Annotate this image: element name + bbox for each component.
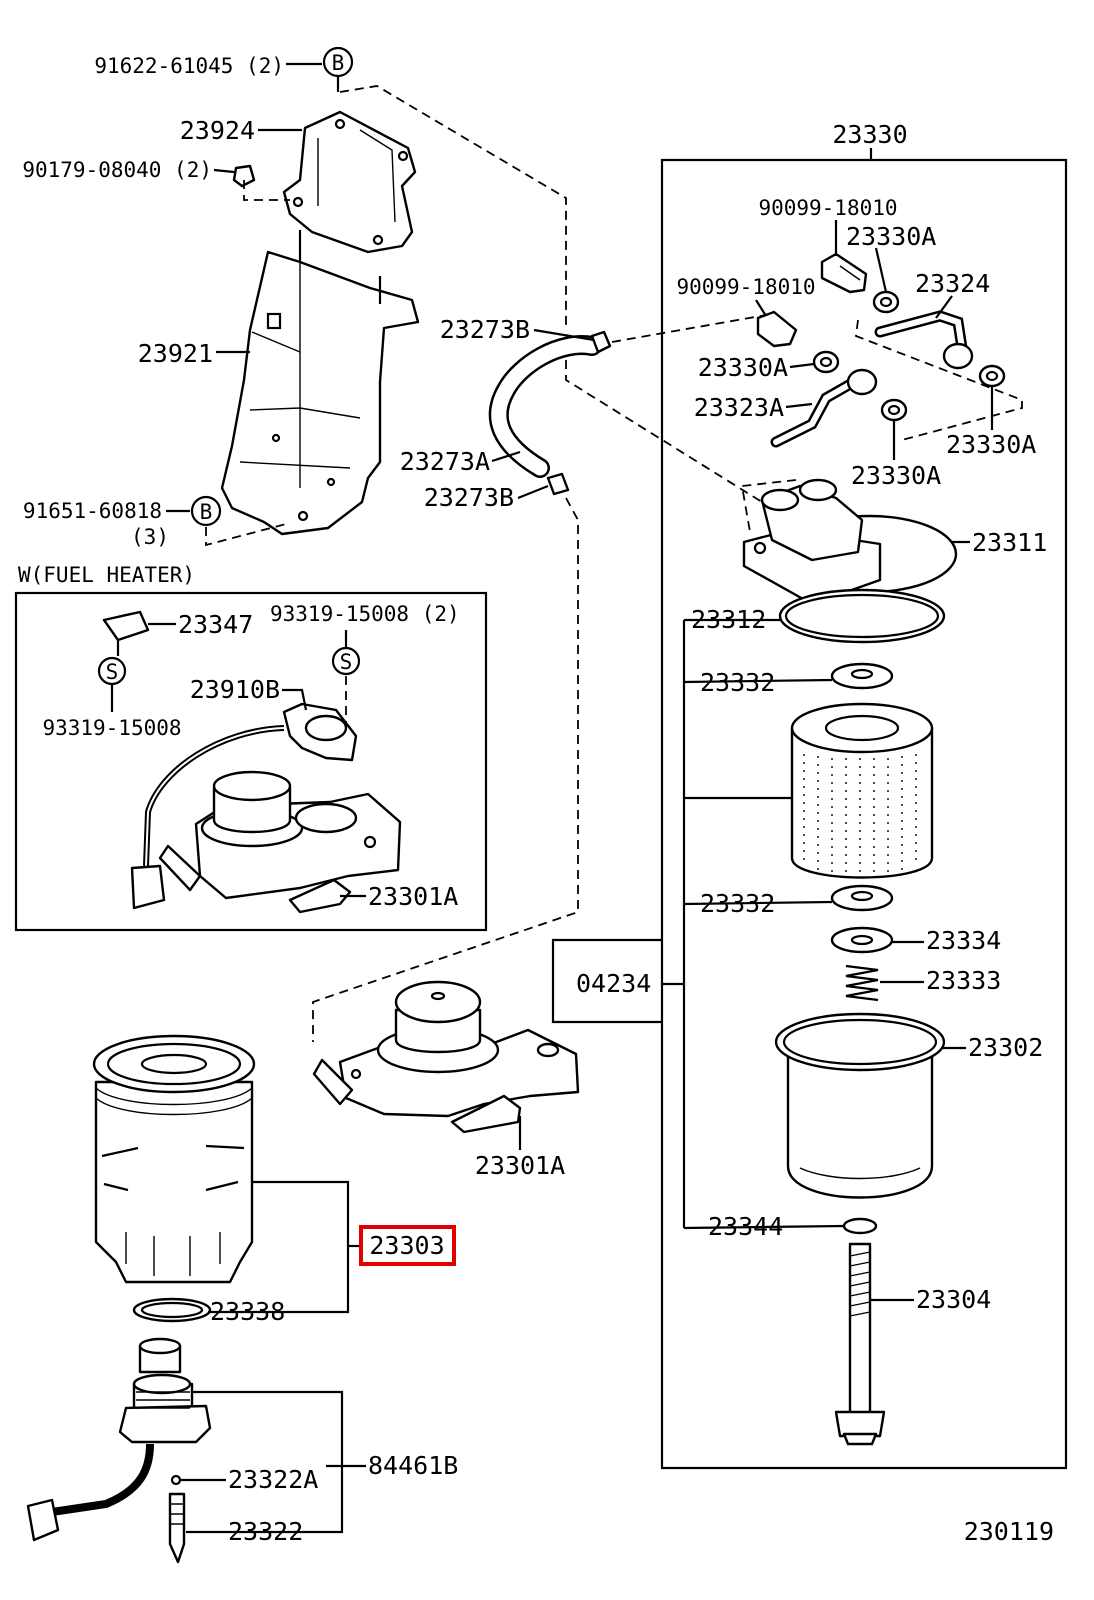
svg-text:B: B [332,51,345,75]
marker-b-top: B [322,46,354,78]
label-23304: 23304 [916,1285,991,1314]
label-04234: 04234 [576,969,651,998]
water-sensor-84461b[interactable] [26,1337,212,1542]
inset-frame [14,591,488,932]
diagram-code: 230119 [964,1517,1054,1546]
label-23334: 23334 [926,926,1001,955]
highlight-box [359,1225,456,1266]
marker-s-right: S [331,646,361,676]
pipe-23324[interactable] [874,310,974,370]
pipe-23323a[interactable] [770,368,878,448]
label-inset-23301a: 23301A [368,882,458,911]
gasket-23330a-top[interactable] [872,290,900,314]
label-23312: 23312 [691,605,766,634]
bracket-23921[interactable] [220,230,420,536]
label-23338: 23338 [210,1297,285,1326]
label-23924: 23924 [180,116,255,145]
hose-23273a[interactable] [488,335,602,478]
label-91651-qty: (3) [131,525,169,549]
filter-case-23302[interactable] [774,1012,946,1199]
filter-element[interactable] [790,702,934,879]
label-23332-bottom: 23332 [700,889,775,918]
label-91622-61045: 91622-61045 (2) [94,54,284,78]
label-23273b-top: 23273B [440,315,530,344]
label-23333: 23333 [926,966,1001,995]
inset-pump-23301a[interactable] [158,770,402,914]
label-inset-93319-15008-2: 93319-15008 (2) [270,602,460,626]
label-91651-60818: 91651-60818 [23,499,162,523]
washer-23332-bottom[interactable] [830,884,894,912]
label-23330: 23330 [832,120,907,149]
label-90179-08040: 90179-08040 (2) [22,158,212,182]
marker-s-left: S [97,656,127,686]
marker-b-bottom: B [190,495,222,527]
center-bolt-23304[interactable] [834,1242,886,1446]
probe-23322[interactable] [168,1492,186,1564]
label-23322a: 23322A [228,1465,318,1494]
filter-head-23311[interactable] [742,478,958,606]
nut-90179[interactable] [232,164,256,188]
label-84461b: 84461B [368,1451,458,1480]
label-23322: 23322 [228,1517,303,1546]
inset-heater-23910b[interactable] [130,702,358,910]
label-23311: 23311 [972,528,1047,557]
label-23332-top: 23332 [700,668,775,697]
label-90099-18010-b: 90099-18010 [676,275,815,299]
washer-23332-top[interactable] [830,662,894,690]
fuel-filter-23303[interactable] [92,1034,256,1284]
spring-23333[interactable] [845,964,879,1002]
label-23301a: 23301A [475,1151,565,1180]
label-23330a-3: 23330A [851,461,941,490]
washer-23334[interactable] [830,926,894,954]
clamp-23273b-top[interactable] [590,330,612,354]
label-23302: 23302 [968,1033,1043,1062]
label-23323a: 23323A [694,393,784,422]
svg-text:B: B [200,500,213,524]
inset-title: W(FUEL HEATER) [18,563,195,587]
oring-23322a[interactable] [170,1474,182,1486]
gasket-23330a-right[interactable] [978,364,1006,388]
label-23303-highlighted[interactable]: 23303 [369,1231,444,1260]
clamp-23273b-bottom[interactable] [546,472,570,496]
oring-23338[interactable] [132,1297,212,1323]
leader-lines [148,62,994,1534]
label-23921: 23921 [138,339,213,368]
pump-assembly-23301a[interactable] [312,980,580,1134]
label-inset-23347: 23347 [178,610,253,639]
label-23344: 23344 [708,1212,783,1241]
label-23330a-2: 23330A [698,353,788,382]
inset-connector-23347[interactable] [102,610,150,642]
svg-text:S: S [340,650,353,674]
gasket-23330a-mid[interactable] [812,350,840,374]
label-23330a-1: 23330A [846,222,936,251]
bolt-90099-18010-a[interactable] [820,252,868,294]
svg-text:S: S [106,660,119,684]
label-inset-93319-15008: 93319-15008 [42,716,181,740]
label-23324: 23324 [915,269,990,298]
oring-23312[interactable] [778,588,946,644]
oring-23344[interactable] [842,1217,878,1235]
label-23273b-bottom: 23273B [424,483,514,512]
label-inset-23910b: 23910B [190,675,280,704]
bracket-23924[interactable] [282,110,417,254]
bolt-90099-18010-b[interactable] [756,310,798,348]
gasket-23330a-low[interactable] [880,398,908,422]
label-23273a: 23273A [400,447,490,476]
label-90099-18010-a: 90099-18010 [758,196,897,220]
label-23330a-4: 23330A [946,430,1036,459]
